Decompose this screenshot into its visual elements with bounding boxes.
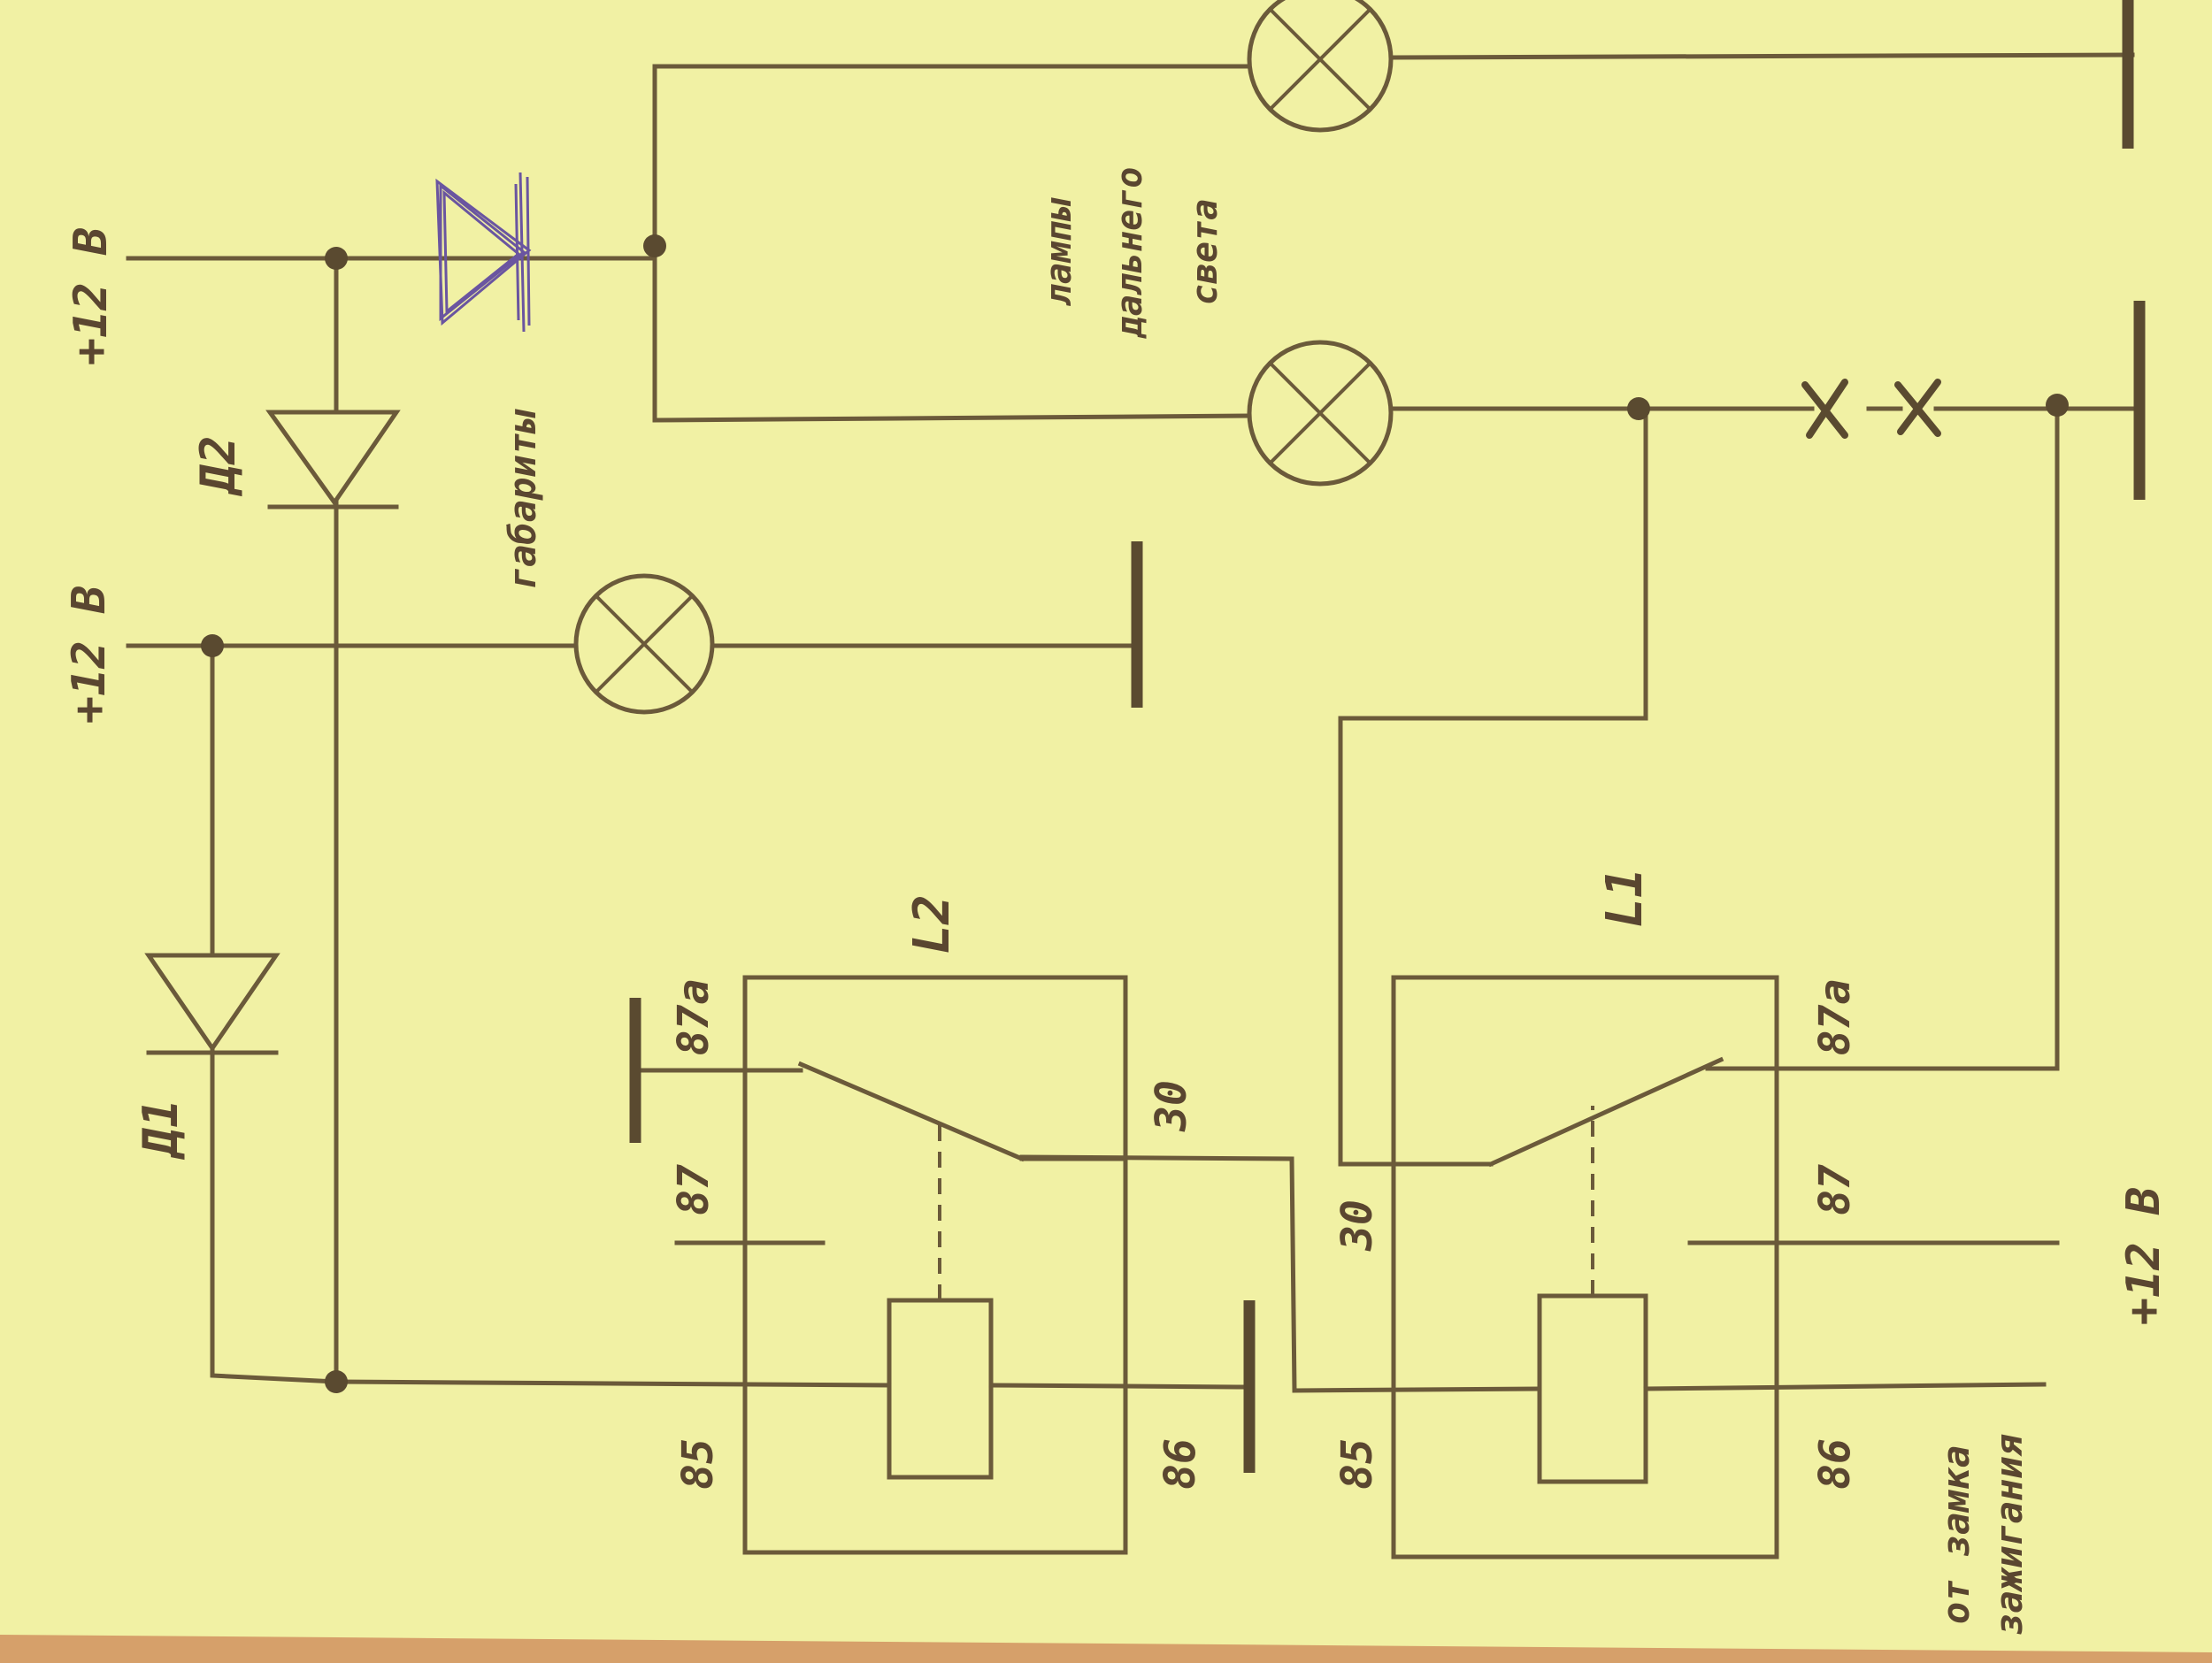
lamp-high-beam-upper <box>1247 0 1394 133</box>
label-l2-pin-87: 87 <box>669 1164 718 1215</box>
label-supply-top: +12 В <box>65 227 118 366</box>
wire-break-left <box>1801 379 1848 439</box>
wire-d1-vertical <box>210 643 339 1384</box>
wire-break-right <box>1894 379 1941 437</box>
wire-to-l2-coil <box>334 1379 892 1388</box>
relay-l1-switch-arm <box>1487 1056 1724 1168</box>
label-relay-l2: L2 <box>903 894 961 954</box>
wire-l1-coil-86-ignition <box>1643 1382 2047 1391</box>
label-supply-bottom: +12 В <box>2117 1187 2170 1326</box>
relay-l1-housing <box>1391 975 1779 1560</box>
label-l1-pin-85: 85 <box>1333 1438 1382 1490</box>
label-l1-pin-30: 30 <box>1333 1199 1382 1252</box>
wire-l2-coil-86 <box>988 1383 1246 1390</box>
label-high-beam-1: лампы <box>1039 197 1079 306</box>
label-l2-pin-87a: 87a <box>669 979 718 1056</box>
diode-d2 <box>265 410 401 510</box>
label-supply-mid: +12 В <box>63 586 116 724</box>
labels: +12 В +12 В +12 В Д2 Д1 габариты лампы д… <box>63 167 2170 1636</box>
diode-d1 <box>144 953 280 1055</box>
label-high-beam-3: света <box>1185 199 1225 305</box>
label-l2-pin-30: 30 <box>1147 1080 1196 1132</box>
label-l1-pin-86: 86 <box>1810 1438 1860 1490</box>
lamp-high-beam-lower <box>1247 340 1394 487</box>
wire-lower-left <box>652 256 1255 423</box>
label-high-beam-2: дальнего <box>1110 167 1150 340</box>
wire-l2-30-to-l1-85 <box>1019 1154 1542 1393</box>
wire-l1-87a <box>1705 400 2060 1071</box>
relay-l2-switch-arm <box>797 1061 1025 1162</box>
relay-l1-coil <box>1537 1293 1648 1484</box>
relay-l2 <box>742 975 1128 1555</box>
diode-hand-drawn <box>435 172 532 333</box>
wire-l1-30-to-lamp <box>1338 406 1648 1167</box>
wire-upper-left <box>652 64 1255 261</box>
label-ignition-1: от замка <box>1934 1445 1978 1624</box>
label-diode-d2: Д2 <box>190 435 246 496</box>
label-l1-pin-87a: 87a <box>1810 979 1860 1056</box>
ground-symbols <box>629 0 2146 1473</box>
junctions <box>201 234 2069 1393</box>
lamp-parking <box>573 573 715 715</box>
label-l1-pin-87: 87 <box>1810 1164 1860 1215</box>
label-ignition-2: зажигания <box>1987 1434 2031 1636</box>
paper-edge-shadow <box>0 1635 2212 1663</box>
wire-upper-right <box>1391 52 2135 60</box>
relay-l2-coil <box>887 1298 994 1480</box>
relay-l2-housing <box>742 975 1128 1555</box>
label-parking-lights: габариты <box>501 409 544 589</box>
label-l2-pin-85: 85 <box>673 1438 723 1490</box>
label-diode-d1: Д1 <box>133 1099 188 1160</box>
label-relay-l1: L1 <box>1596 868 1654 927</box>
wires <box>126 52 2144 1393</box>
label-l2-pin-86: 86 <box>1156 1438 1205 1490</box>
relay-l1 <box>1391 975 1779 1560</box>
